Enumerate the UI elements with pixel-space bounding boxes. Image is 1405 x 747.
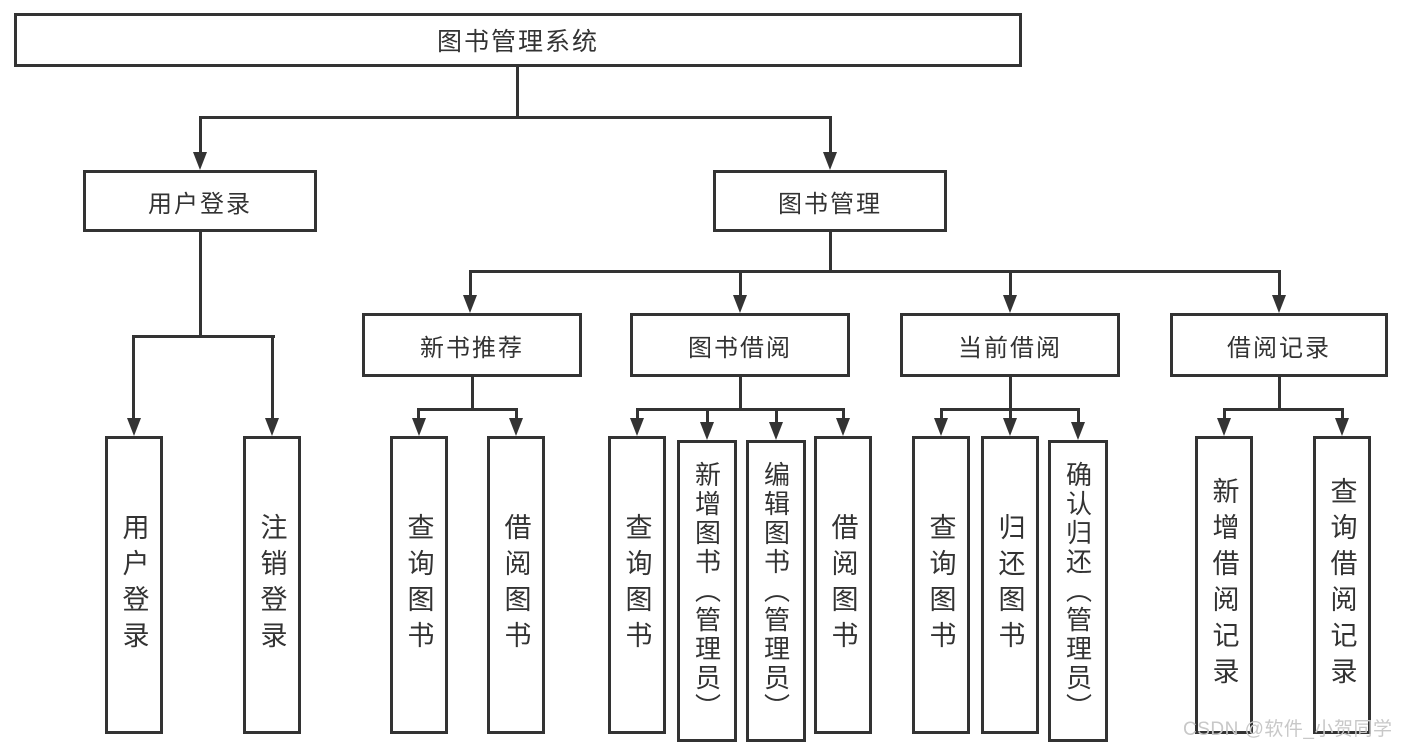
connector-line xyxy=(471,377,474,411)
arrowhead-down-icon xyxy=(934,418,948,436)
node-leaf-nb-borrow-book: 借阅图书 xyxy=(487,436,545,734)
connector-line xyxy=(417,408,420,422)
arrowhead-down-icon xyxy=(412,418,426,436)
connector-line xyxy=(636,408,845,411)
arrowhead-down-icon xyxy=(193,152,207,170)
connector-line xyxy=(829,232,832,273)
arrowhead-down-icon xyxy=(733,295,747,313)
connector-line xyxy=(739,377,742,411)
arrowhead-down-icon xyxy=(1003,418,1017,436)
arrowhead-down-icon xyxy=(630,418,644,436)
connector-line xyxy=(516,67,519,119)
node-branch-book-management: 图书管理 xyxy=(713,170,947,232)
connector-line xyxy=(1223,408,1226,422)
node-branch-user-login: 用户登录 xyxy=(83,170,317,232)
node-group-book-borrow: 图书借阅 xyxy=(630,313,850,377)
connector-line xyxy=(1009,270,1012,297)
connector-line xyxy=(132,335,135,421)
connector-line xyxy=(1009,377,1012,411)
node-leaf-cb-query-book: 查询图书 xyxy=(912,436,970,734)
arrowhead-down-icon xyxy=(1217,418,1231,436)
arrowhead-down-icon xyxy=(265,418,279,436)
connector-line xyxy=(1223,408,1343,411)
node-root-system: 图书管理系统 xyxy=(14,13,1022,67)
arrowhead-down-icon xyxy=(836,418,850,436)
node-leaf-cb-confirm-return-admin: 确认归还（管理员） xyxy=(1048,440,1108,742)
connector-line xyxy=(469,270,472,297)
node-leaf-logout: 注销登录 xyxy=(243,436,301,734)
arrowhead-down-icon xyxy=(823,152,837,170)
csdn-watermark: CSDN @软件_小贺同学 xyxy=(1183,719,1393,740)
arrowhead-down-icon xyxy=(700,422,714,440)
node-leaf-bb-edit-book-admin: 编辑图书（管理员） xyxy=(746,440,806,742)
connector-line xyxy=(829,116,832,156)
connector-line xyxy=(271,335,274,421)
connector-line xyxy=(636,408,639,422)
node-leaf-bb-query-book: 查询图书 xyxy=(608,436,666,734)
node-leaf-nb-query-book: 查询图书 xyxy=(390,436,448,734)
arrowhead-down-icon xyxy=(1071,422,1085,440)
node-group-borrow-record: 借阅记录 xyxy=(1170,313,1388,377)
connector-line xyxy=(1278,377,1281,411)
connector-line xyxy=(132,335,275,338)
connector-line xyxy=(417,408,518,411)
node-leaf-bb-borrow-book: 借阅图书 xyxy=(814,436,872,734)
arrowhead-down-icon xyxy=(769,422,783,440)
node-group-new-book-recommend: 新书推荐 xyxy=(362,313,582,377)
node-leaf-user-login: 用户登录 xyxy=(105,436,163,734)
connector-line xyxy=(515,408,518,422)
node-leaf-br-add-record: 新增借阅记录 xyxy=(1195,436,1253,734)
node-leaf-bb-add-book-admin: 新增图书（管理员） xyxy=(677,440,737,742)
node-group-current-borrow: 当前借阅 xyxy=(900,313,1120,377)
connector-line xyxy=(1009,408,1012,422)
node-leaf-cb-return-book: 归还图书 xyxy=(981,436,1039,734)
connector-line xyxy=(1077,408,1080,424)
connector-line xyxy=(842,408,845,422)
connector-line xyxy=(199,116,832,119)
node-leaf-br-query-record: 查询借阅记录 xyxy=(1313,436,1371,734)
connector-line xyxy=(199,116,202,156)
arrowhead-down-icon xyxy=(1003,295,1017,313)
arrowhead-down-icon xyxy=(1272,295,1286,313)
connector-line xyxy=(940,408,943,422)
connector-line xyxy=(739,270,742,297)
arrowhead-down-icon xyxy=(1335,418,1349,436)
arrowhead-down-icon xyxy=(127,418,141,436)
connector-line xyxy=(706,408,709,424)
connector-line xyxy=(1278,270,1281,297)
connector-line xyxy=(199,232,202,338)
connector-line xyxy=(1341,408,1344,422)
arrowhead-down-icon xyxy=(463,295,477,313)
connector-line xyxy=(775,408,778,424)
arrowhead-down-icon xyxy=(509,418,523,436)
connector-line xyxy=(469,270,1281,273)
